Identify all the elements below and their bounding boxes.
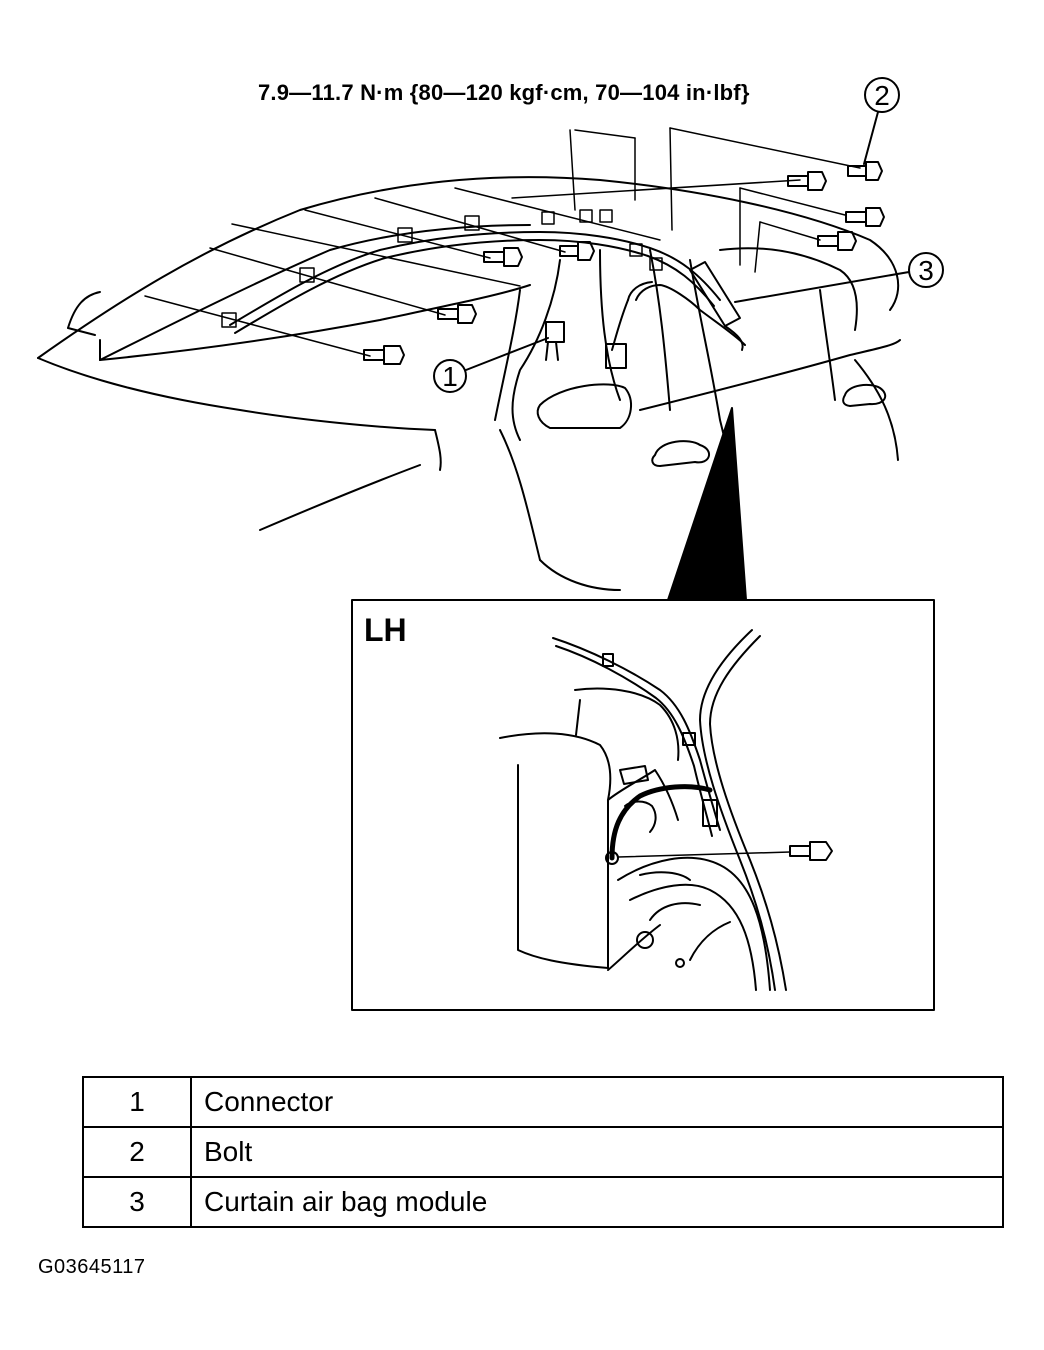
legend-label: Curtain air bag module — [190, 1176, 1004, 1228]
curtain-airbag-module-icon — [689, 261, 744, 351]
bolts — [363, 161, 885, 365]
bolt-leader-lines — [144, 127, 861, 357]
inset-pointer — [667, 407, 747, 601]
mounting-clips — [221, 209, 663, 328]
connector-icon — [545, 321, 627, 369]
bolt-icon — [363, 345, 405, 365]
callout-3: 3 — [734, 252, 944, 303]
bolt-icon — [789, 841, 833, 861]
bolt-icon — [847, 161, 883, 181]
bolt-icon — [817, 231, 857, 251]
vehicle-body-outline — [37, 176, 901, 591]
table-row: 2 Bolt — [82, 1126, 1004, 1178]
legend-number: 3 — [82, 1176, 192, 1228]
figure-id: G03645117 — [38, 1256, 146, 1278]
callout-1-number: 1 — [442, 361, 458, 392]
bolt-icon — [845, 207, 885, 227]
bolt-icon — [787, 171, 827, 191]
bolt-icon — [483, 247, 523, 267]
callout-3-number: 3 — [918, 255, 934, 286]
legend-number: 1 — [82, 1076, 192, 1128]
legend-number: 2 — [82, 1126, 192, 1178]
torque-spec: 7.9—11.7 N·m {80—120 kgf·cm, 70—104 in·l… — [258, 80, 750, 105]
inset-label: LH — [364, 612, 407, 648]
inset-frame — [351, 599, 935, 1011]
bolt-icon — [559, 241, 595, 261]
callout-2: 2 — [863, 77, 900, 165]
parts-legend-table: 1 Connector 2 Bolt 3 Curtain air bag mod… — [82, 1076, 1004, 1228]
table-row: 1 Connector — [82, 1076, 1004, 1128]
table-row: 3 Curtain air bag module — [82, 1176, 1004, 1228]
callout-2-number: 2 — [874, 80, 890, 111]
legend-label: Bolt — [190, 1126, 1004, 1178]
legend-label: Connector — [190, 1076, 1004, 1128]
inset-detail — [499, 629, 833, 991]
bolt-icon — [437, 304, 477, 324]
callout-1: 1 — [433, 337, 549, 393]
